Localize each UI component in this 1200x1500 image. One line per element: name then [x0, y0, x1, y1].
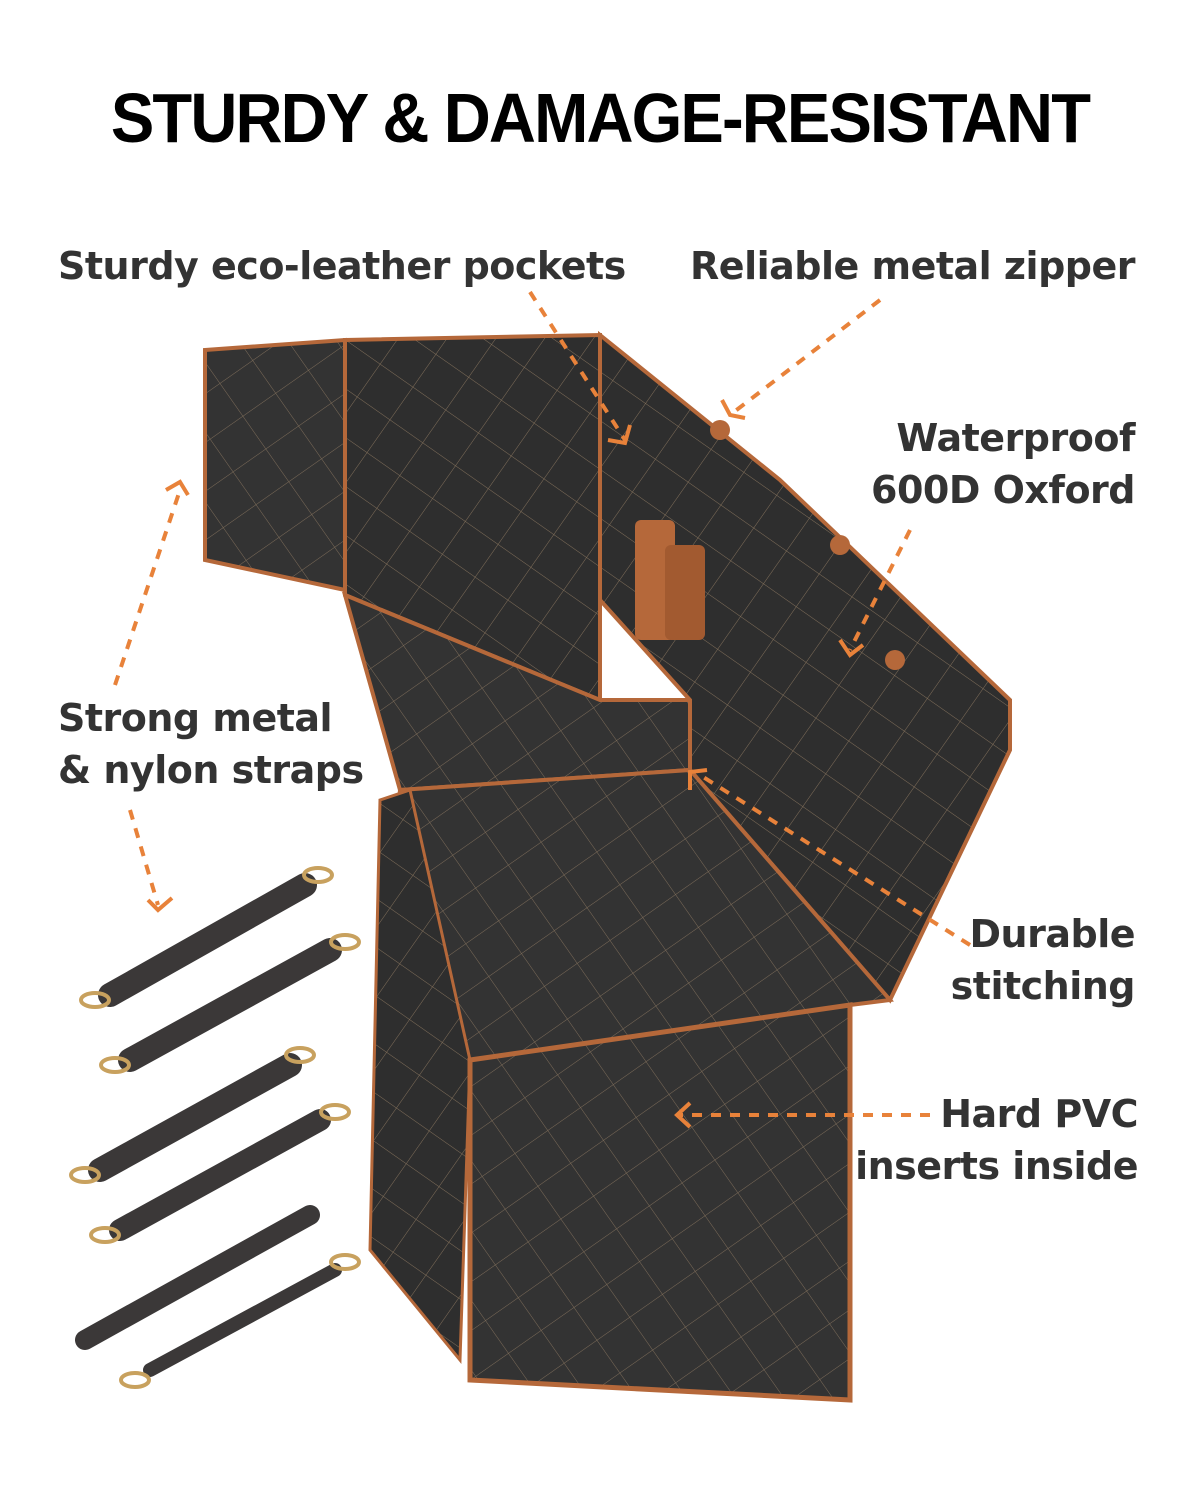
callout-straps-line1: Strong metal — [58, 696, 333, 740]
callout-stitching: Durable stitching — [950, 908, 1136, 1012]
callout-pvc-line1: Hard PVC — [940, 1092, 1138, 1136]
callout-straps-line2: & nylon straps — [58, 748, 364, 792]
callout-waterproof-line1: Waterproof — [896, 416, 1135, 460]
callout-pvc: Hard PVC inserts inside — [855, 1088, 1138, 1192]
callout-stitching-line1: Durable — [969, 912, 1136, 956]
callout-straps: Strong metal & nylon straps — [58, 692, 364, 796]
back-panel — [203, 337, 347, 593]
callout-stitching-line2: stitching — [950, 964, 1136, 1008]
callout-waterproof-line2: 600D Oxford — [871, 468, 1136, 512]
page-title: STURDY & DAMAGE-RESISTANT — [110, 79, 1091, 157]
callout-pockets: Sturdy eco-leather pockets — [58, 244, 626, 288]
pvc-insert-panel — [467, 1002, 853, 1403]
callout-arrows — [113, 290, 972, 1117]
callout-waterproof: Waterproof 600D Oxford — [871, 412, 1136, 516]
callout-pvc-line2: inserts inside — [855, 1144, 1138, 1188]
callout-zipper: Reliable metal zipper — [690, 244, 1135, 288]
front-flap — [368, 788, 472, 1365]
straps — [69, 866, 361, 1389]
